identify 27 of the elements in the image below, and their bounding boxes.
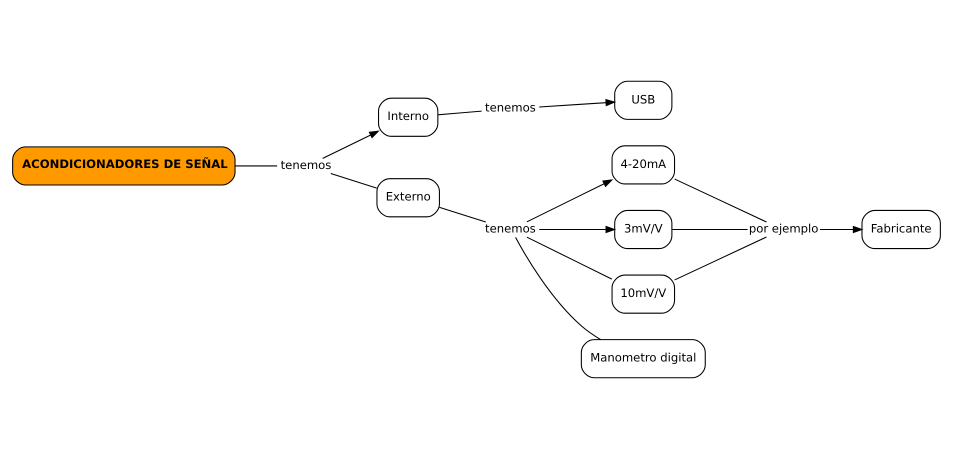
connector [674, 236, 767, 280]
node-box: Externo [376, 178, 440, 218]
node-box: USB [614, 80, 672, 120]
connector [674, 178, 767, 222]
node-box: ACONDICIONADORES DE SEÑAL [12, 146, 236, 186]
node-text: tenemos [485, 221, 536, 236]
arrow [539, 98, 616, 108]
connector [235, 165, 278, 166]
connector [526, 236, 612, 280]
node-text: tenemos [280, 158, 332, 172]
connector [515, 237, 601, 340]
arrow [322, 130, 380, 159]
arrow [820, 226, 864, 234]
node-text: tenemos [485, 100, 536, 115]
arrow [526, 179, 614, 222]
node-box: 10mV/V [612, 274, 676, 314]
connector [672, 228, 748, 230]
node-text: por ejemplo [748, 221, 818, 236]
connector [438, 110, 482, 116]
connector [330, 172, 377, 189]
node-box: Manometro digital [580, 339, 706, 378]
arrow [539, 226, 616, 234]
node-box: 4-20mA [612, 145, 676, 184]
node-box: Fabricante [861, 210, 941, 250]
connector [439, 206, 486, 223]
node-box: 3mV/V [614, 210, 672, 250]
node-box: Interno [378, 98, 438, 137]
